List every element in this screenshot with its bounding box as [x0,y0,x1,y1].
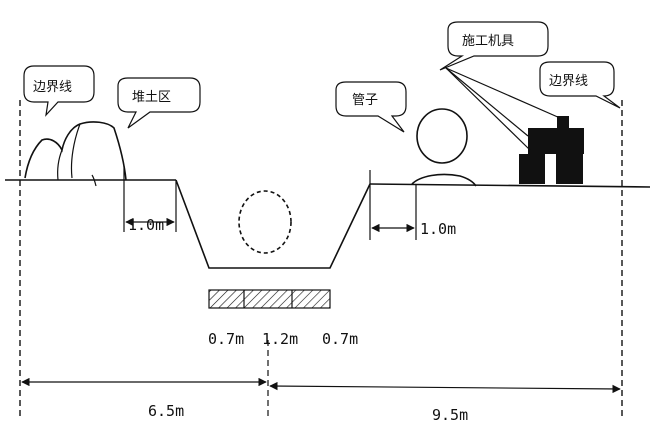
dim-right-offset-label: 1.0m [420,220,456,238]
callout-pipe: 管子 [335,81,407,133]
spoil-pile [24,121,127,187]
dim-trench-bottom-label: 1.2m [262,330,298,348]
dim-right-total-label: 9.5m [432,406,468,424]
trench-profile [175,179,371,269]
callout-spoil-area: 堆土区 [117,77,201,129]
callout-boundary-right-label: 边界线 [549,74,588,89]
callout-machinery: 施工机具 [439,21,549,71]
pipe-in-trench [238,190,292,254]
dim-left-total-label: 6.5m [148,402,184,420]
dim-left-offset: 1.0m [123,166,177,234]
callout-boundary-left-label: 边界线 [33,80,72,95]
pipe-support-mound [411,173,477,187]
ground-line-right [369,183,651,188]
callout-machinery-label: 施工机具 [462,34,514,49]
callout-spoil-area-label: 堆土区 [132,90,171,105]
construction-machinery [445,67,584,184]
dim-right-slope-label: 0.7m [322,330,358,348]
trench-width-strip [208,289,331,309]
dim-left-slope-label: 0.7m [208,330,244,348]
callout-pipe-label: 管子 [352,93,378,108]
pipe-on-surface [416,108,468,164]
dim-right-offset: 1.0m [369,170,456,240]
dim-right-total-line [269,381,621,394]
callout-boundary-left: 边界线 [23,65,95,117]
callout-boundary-right: 边界线 [539,61,621,109]
dim-left-offset-label: 1.0m [128,216,164,234]
